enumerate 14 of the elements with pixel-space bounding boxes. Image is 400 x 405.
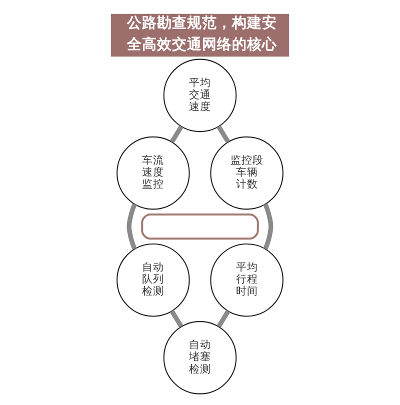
connector bbox=[170, 310, 184, 328]
node-circle: 车流速度监控 bbox=[116, 136, 190, 210]
diagram-title: 公路勘查规范，构建安全高效交通网络的核心 bbox=[127, 14, 278, 54]
connector bbox=[216, 310, 230, 328]
node-circle: 平均行程时间 bbox=[210, 243, 284, 317]
node-circle: 自动队列检测 bbox=[116, 243, 190, 317]
node-circle: 监控段车辆计数 bbox=[210, 136, 284, 210]
connector bbox=[126, 203, 137, 250]
connector bbox=[170, 125, 184, 144]
connector bbox=[263, 203, 274, 250]
node-box bbox=[141, 214, 259, 240]
node-circle: 平均交通速度 bbox=[163, 58, 237, 132]
connector bbox=[216, 125, 230, 144]
node-circle: 自动堵塞检测 bbox=[163, 321, 237, 394]
